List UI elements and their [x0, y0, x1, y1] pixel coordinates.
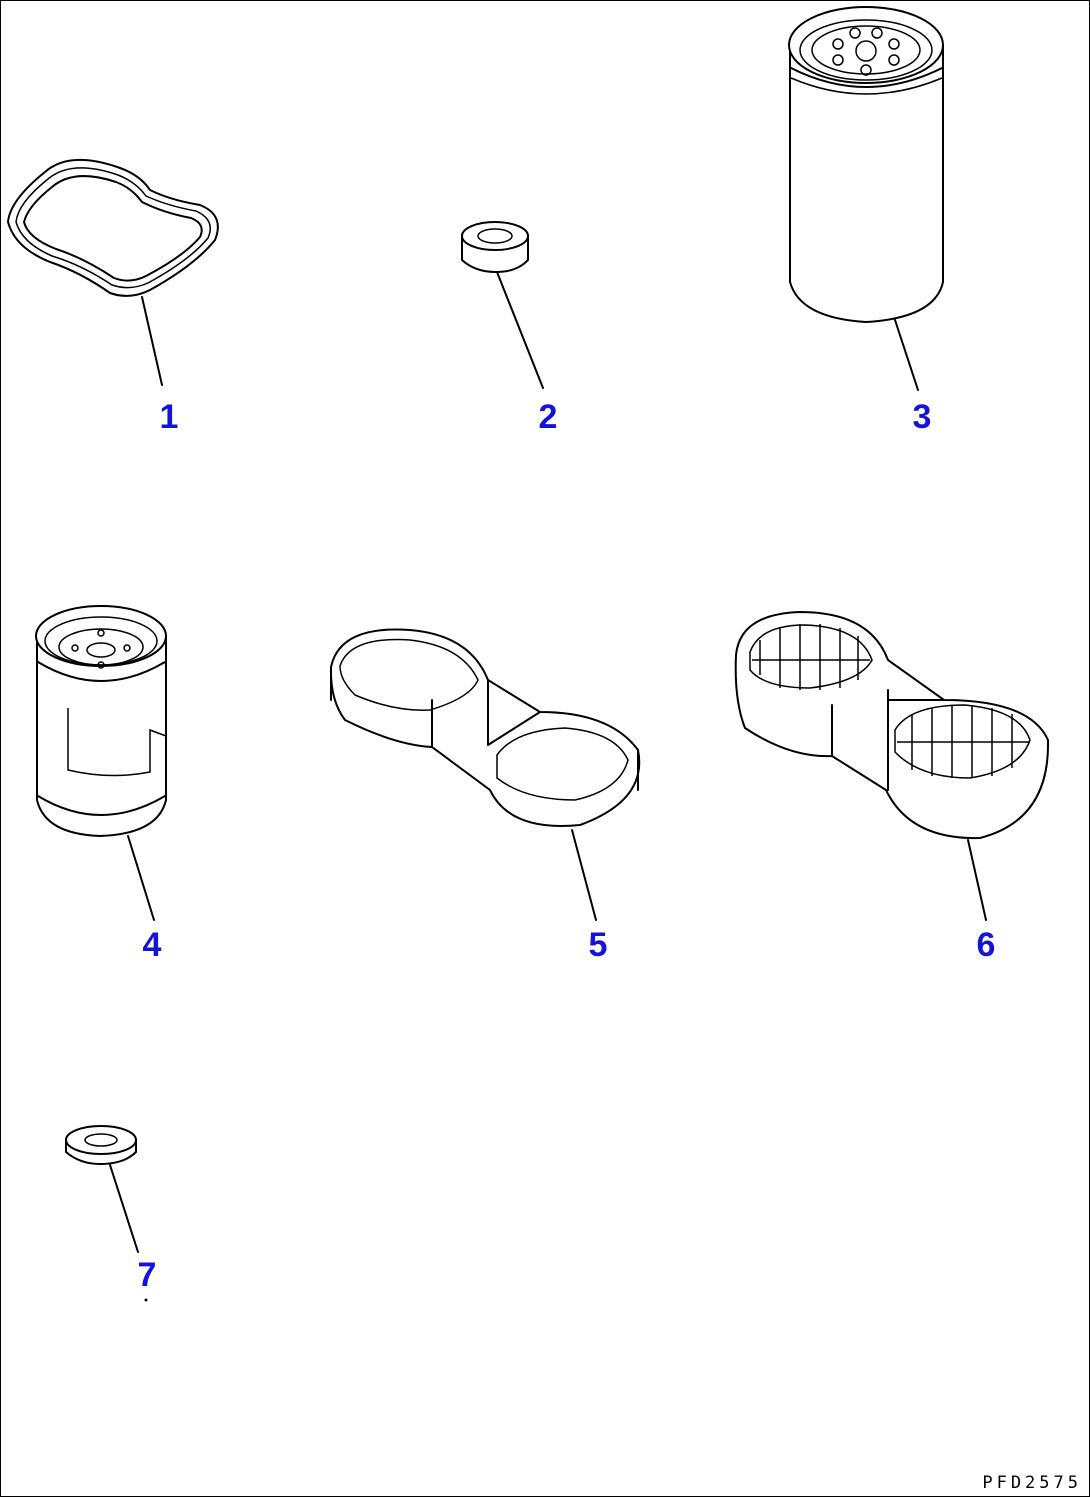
filter-wrench-icon [329, 628, 641, 921]
part-number-6: 6 [977, 926, 996, 964]
spin-on-filter-icon [35, 605, 167, 921]
part-number-1: 1 [160, 398, 179, 436]
filter-wrench-icon [734, 610, 1050, 921]
bushing-icon [461, 221, 544, 389]
part-number-7: 7 [138, 1256, 157, 1294]
part-number-2: 2 [539, 398, 558, 436]
part-number-4: 4 [143, 926, 162, 964]
drawing-code: PFD2575 [982, 1473, 1082, 1493]
part-number-3: 3 [913, 398, 932, 436]
washer-icon [65, 1125, 148, 1302]
cartridge-filter-icon [788, 6, 944, 391]
part-number-5: 5 [589, 926, 608, 964]
gasket-icon [7, 159, 219, 386]
